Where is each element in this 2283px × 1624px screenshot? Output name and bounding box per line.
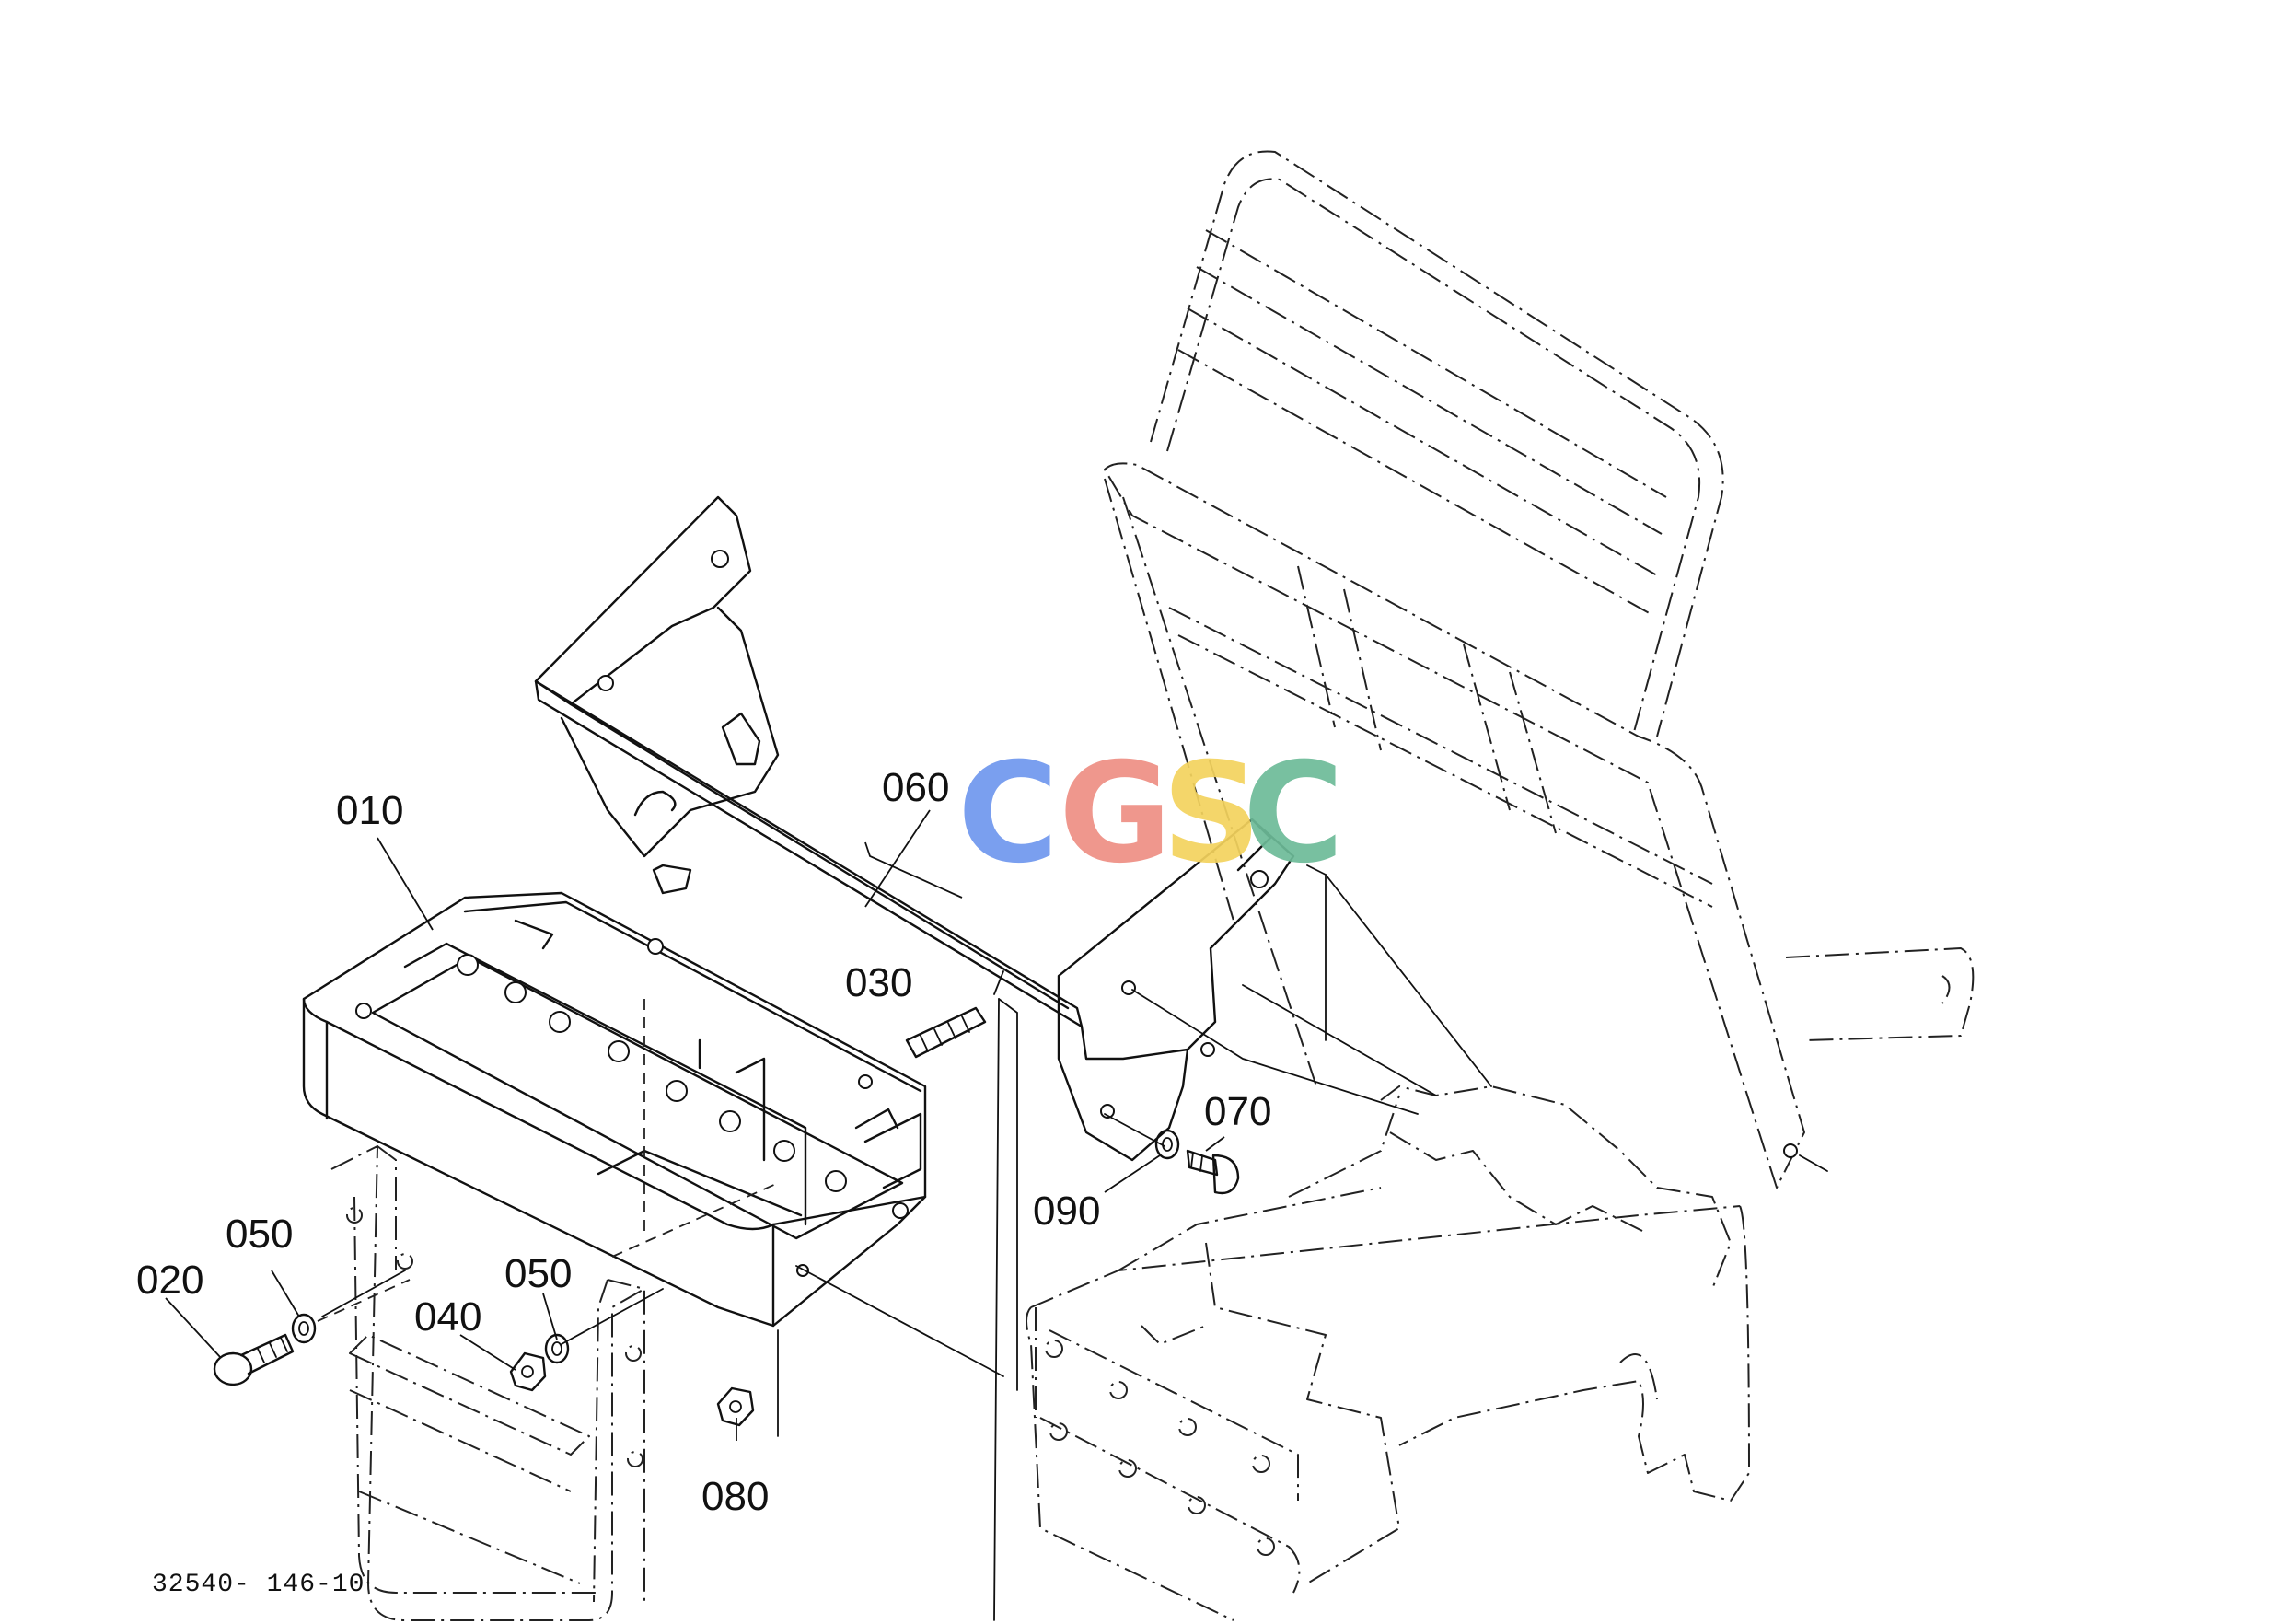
callout-090: 090 [1033,1189,1100,1234]
callout-060: 060 [882,765,949,810]
bolt-020 [213,1333,295,1386]
stud-bolt-030 [905,1006,987,1059]
callout-010: 010 [336,788,403,833]
bolt-020-axis [317,1279,411,1322]
nut-080 [716,1386,755,1427]
cross-member-060 [534,495,1295,1162]
callout-070: 070 [1204,1089,1271,1134]
assembly-lines [321,874,1492,1377]
drawing-number: 32540- 146-10 [152,1571,365,1599]
spring-washer-050-left [291,1313,317,1344]
spring-washer-050-right [544,1333,570,1364]
watermark-letter-c2: C [1243,734,1344,894]
bolt-070 [1186,1149,1240,1195]
callout-020: 020 [136,1258,203,1303]
step-phantom [330,1145,645,1621]
callout-050-right: 050 [504,1251,572,1296]
cgsc-watermark: C G S C [957,734,1344,894]
callout-030: 030 [845,960,912,1005]
nut-040 [509,1351,547,1392]
watermark-letter-s: S [1162,734,1261,894]
callout-leaders [165,809,1225,1441]
callout-040: 040 [414,1294,481,1340]
watermark-letter-c1: C [957,734,1059,894]
callout-050-left: 050 [226,1212,293,1257]
rops-frame-phantom [1104,150,1975,1189]
watermark-letter-g: G [1059,734,1172,894]
front-bracket-010 [302,891,927,1328]
callout-080: 080 [701,1474,769,1519]
transmission-housing-phantom [1026,1085,1750,1621]
